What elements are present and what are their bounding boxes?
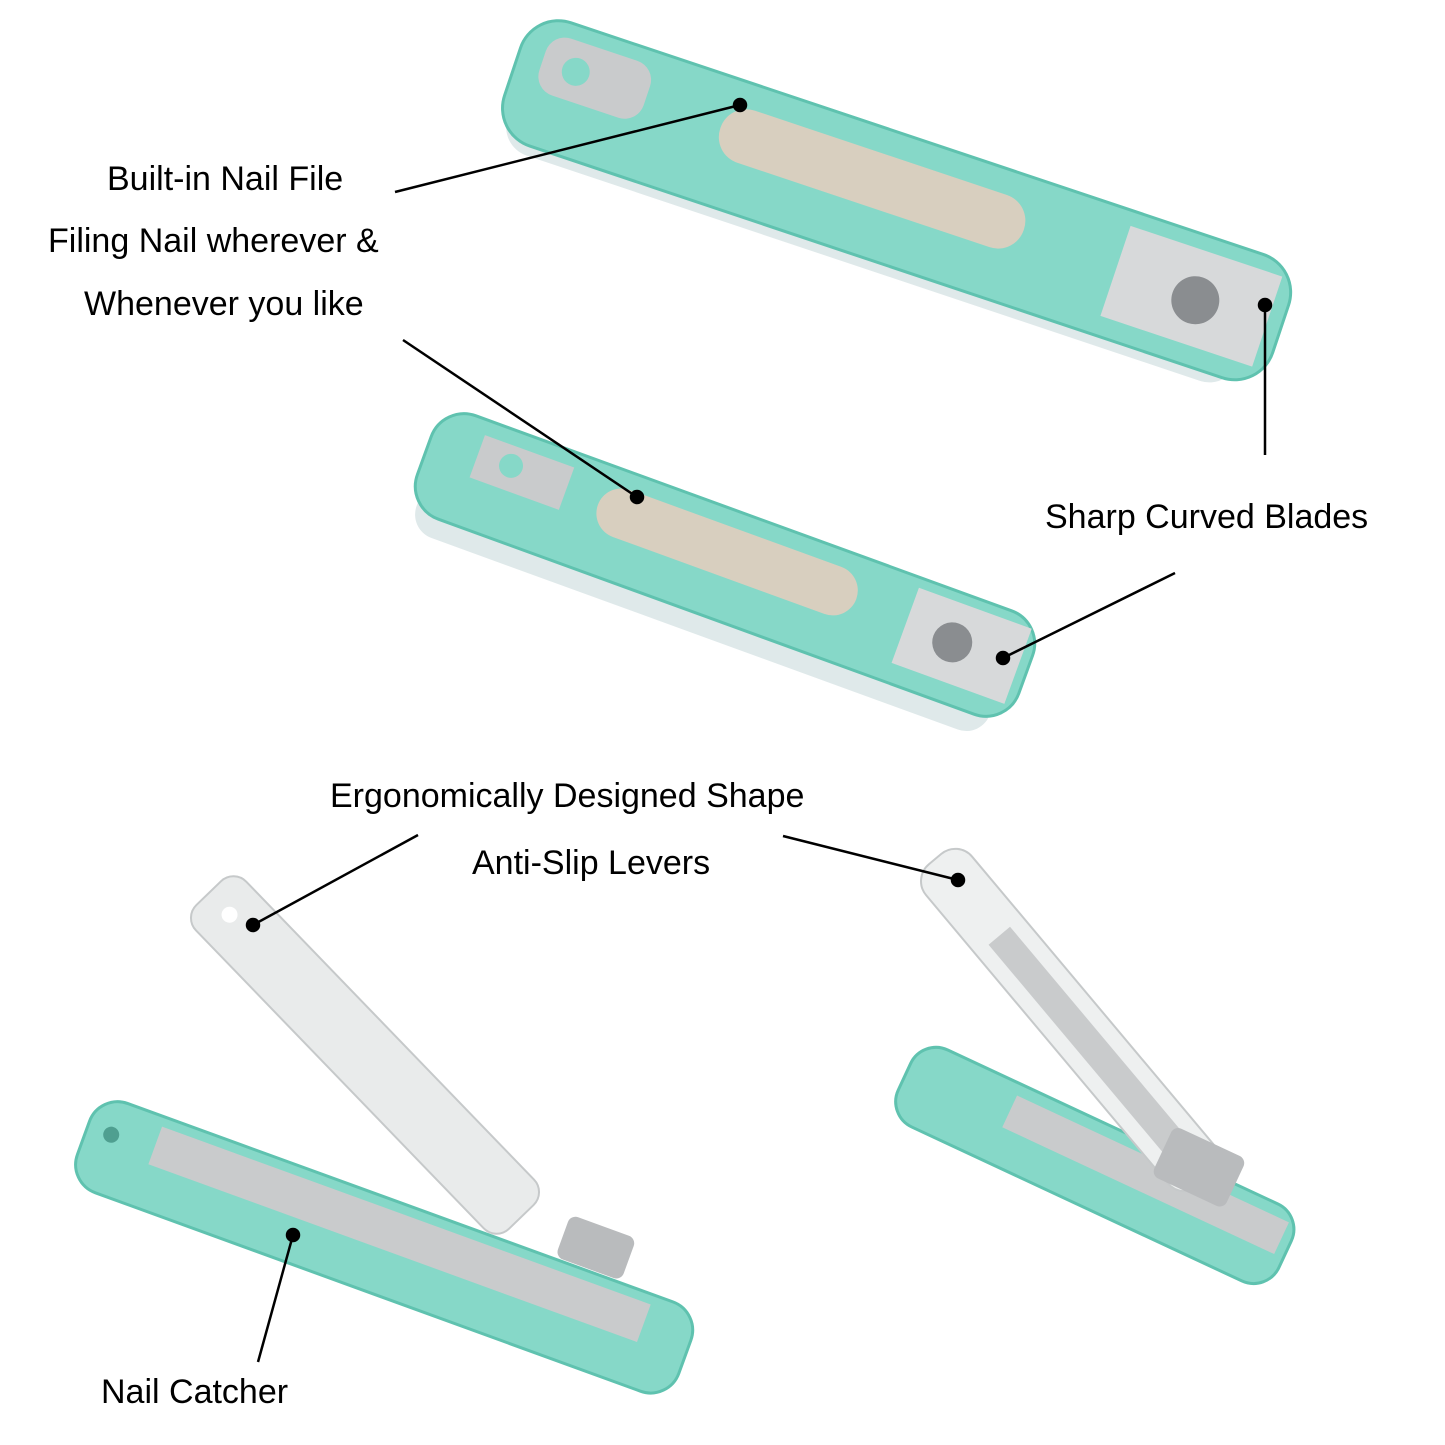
clipper-bottom-left [74, 875, 695, 1395]
label-nail-file: Built-in Nail File [107, 160, 344, 198]
label-catcher: Nail Catcher [101, 1373, 289, 1411]
label-filing-line1: Filing Nail wherever & [48, 222, 379, 260]
label-filing-line2: Whenever you like [84, 285, 364, 323]
clipper-top [501, 19, 1293, 383]
label-blades: Sharp Curved Blades [1045, 498, 1369, 536]
clipper-bottom-right [894, 847, 1296, 1286]
clipper-middle [413, 412, 1037, 732]
leader-lines [245, 97, 1273, 1363]
nail-file [718, 109, 1026, 249]
label-anti-slip: Anti-Slip Levers [472, 844, 711, 882]
label-ergonomic: Ergonomically Designed Shape [330, 777, 805, 815]
